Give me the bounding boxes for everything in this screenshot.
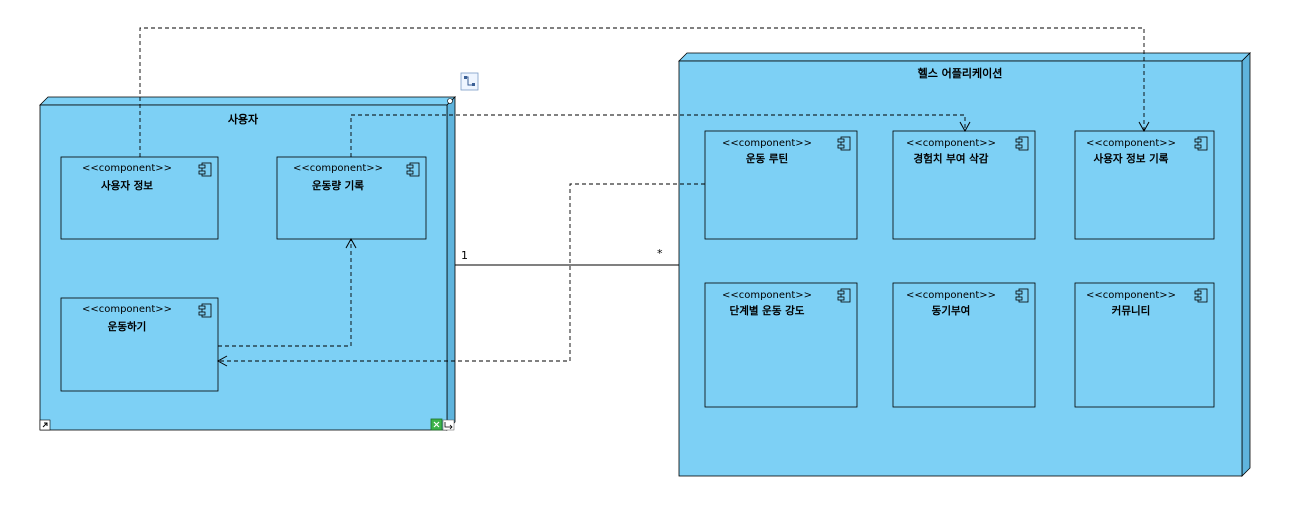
component-do-exercise[interactable]: <<component>> 운동하기 [60, 297, 219, 392]
connector-tool-icon[interactable] [460, 72, 479, 91]
component-stereotype: <<component>> [82, 163, 172, 174]
component-icon [1194, 136, 1208, 151]
component-icon [198, 303, 212, 318]
component-stereotype: <<component>> [722, 138, 812, 149]
dependency-user-info-to-user-info-log[interactable] [139, 27, 1150, 157]
component-routine[interactable]: <<component>> 운동 루틴 [704, 130, 858, 240]
component-stereotype: <<component>> [906, 138, 996, 149]
component-icon [1194, 288, 1208, 303]
component-icon [1015, 136, 1029, 151]
node-app-top-face [678, 52, 1251, 62]
component-name: 사용자 정보 기록 [1094, 152, 1169, 165]
node-user-side-face [446, 96, 456, 431]
component-name: 단계별 운동 강도 [730, 304, 805, 317]
component-icon [198, 162, 212, 177]
node-app-side-face [1241, 52, 1251, 477]
component-stereotype: <<component>> [906, 290, 996, 301]
node-user-handle[interactable] [447, 98, 453, 104]
component-icon [837, 136, 851, 151]
component-user-info-log[interactable]: <<component>> 사용자 정보 기록 [1074, 130, 1215, 240]
component-name: 운동량 기록 [312, 179, 364, 192]
component-stereotype: <<component>> [722, 290, 812, 301]
dependency-exercise-log-to-exp-calc[interactable] [350, 114, 971, 157]
dependency-do-exercise-to-exercise-log[interactable] [218, 237, 357, 347]
node-user-title: 사용자 [228, 112, 259, 126]
component-name: 동기부여 [932, 304, 971, 317]
node-app-body [678, 60, 1243, 477]
component-user-info[interactable]: <<component>> 사용자 정보 [60, 156, 219, 240]
component-exp-calc[interactable]: <<component>> 경험치 부여 삭감 [892, 130, 1036, 240]
component-stereotype: <<component>> [1086, 138, 1176, 149]
component-stereotype: <<component>> [82, 304, 172, 315]
component-stereotype: <<component>> [293, 163, 383, 174]
multiplicity-app: * [657, 247, 663, 260]
component-stereotype: <<component>> [1086, 290, 1176, 301]
component-name: 경험치 부여 삭감 [914, 152, 989, 165]
resize-handle-icon[interactable] [442, 419, 455, 431]
component-community[interactable]: <<component>> 커뮤니티 [1074, 282, 1215, 408]
node-user-top-face [39, 96, 456, 106]
component-icon [406, 162, 420, 177]
component-intensity[interactable]: <<component>> 단계별 운동 강도 [704, 282, 858, 408]
component-name: 사용자 정보 [101, 179, 153, 192]
component-name: 운동 루틴 [746, 152, 788, 165]
status-icon[interactable] [430, 418, 443, 431]
component-motivation[interactable]: <<component>> 동기부여 [892, 282, 1036, 408]
node-app-title: 헬스 어플리케이션 [918, 66, 1003, 80]
component-icon [1015, 288, 1029, 303]
shortcut-arrow-icon[interactable] [39, 419, 51, 431]
component-name: 운동하기 [108, 320, 147, 333]
component-icon [837, 288, 851, 303]
component-name: 커뮤니티 [1112, 304, 1151, 317]
multiplicity-user: 1 [461, 249, 468, 262]
component-exercise-log[interactable]: <<component>> 운동량 기록 [276, 156, 427, 240]
node-health-app[interactable]: 헬스 어플리케이션 [678, 52, 1251, 477]
